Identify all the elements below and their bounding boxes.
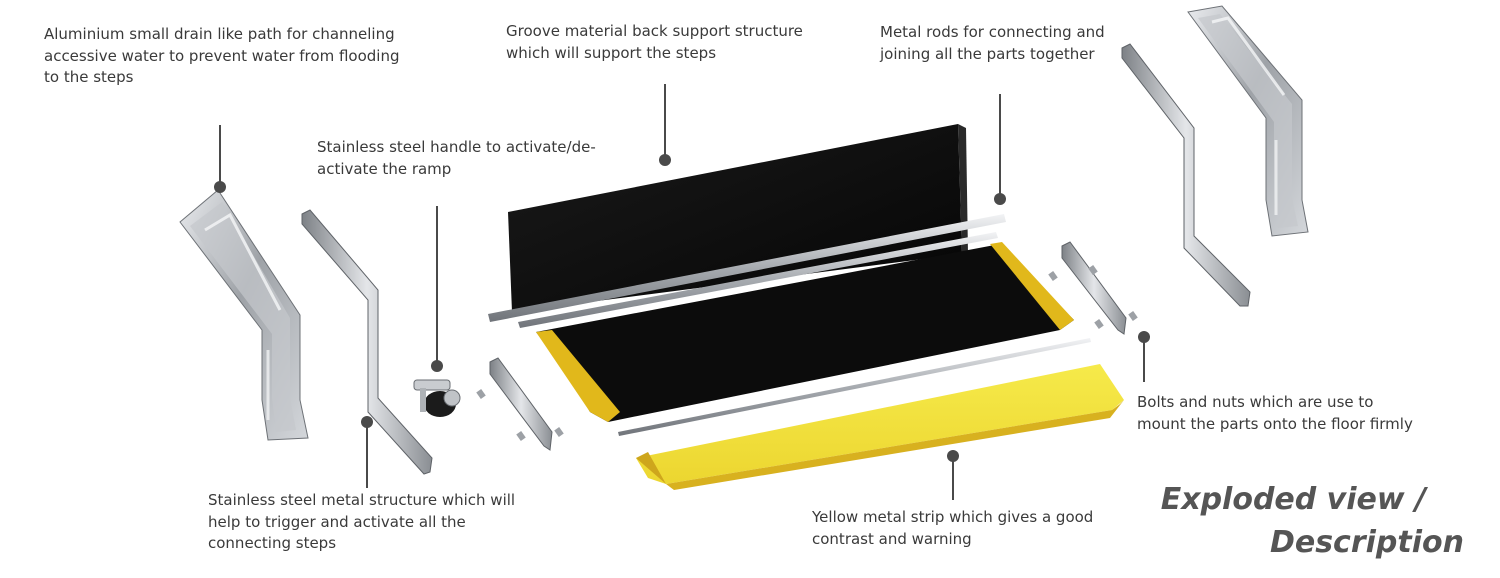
drain-channel-left bbox=[179, 189, 309, 441]
drain-channel-right bbox=[1187, 5, 1309, 237]
caption-strip: Yellow metal strip which gives a good co… bbox=[812, 508, 1094, 548]
title-line-1: Exploded view / bbox=[1160, 482, 1426, 517]
caption-drain: Aluminium small drain like path for chan… bbox=[44, 25, 400, 86]
bolts-right bbox=[1048, 241, 1138, 335]
step-plate bbox=[536, 242, 1074, 422]
caption-structure: Stainless steel metal structure which wi… bbox=[208, 491, 516, 552]
leader-strip-dot bbox=[947, 450, 959, 462]
leader-handle-dot bbox=[431, 360, 443, 372]
leader-structure-dot bbox=[361, 416, 373, 428]
metal-bracket-left bbox=[301, 209, 433, 475]
title-line-2: Description bbox=[1269, 525, 1464, 560]
leader-bolts-dot bbox=[1138, 331, 1150, 343]
bolts-left bbox=[476, 357, 564, 451]
leader-lines bbox=[214, 84, 1150, 500]
leader-groove-dot bbox=[659, 154, 671, 166]
metal-bracket-right bbox=[1121, 43, 1251, 307]
leader-rods-dot bbox=[994, 193, 1006, 205]
handle bbox=[413, 379, 461, 417]
caption-bolts: Bolts and nuts which are use to mount th… bbox=[1137, 393, 1413, 433]
caption-handle: Stainless steel handle to activate/de- a… bbox=[317, 138, 596, 178]
yellow-strip bbox=[636, 364, 1124, 490]
caption-groove: Groove material back support structure w… bbox=[506, 22, 803, 62]
rods bbox=[488, 214, 1091, 436]
caption-rods: Metal rods for connecting and joining al… bbox=[880, 23, 1105, 63]
leader-drain-dot bbox=[214, 181, 226, 193]
